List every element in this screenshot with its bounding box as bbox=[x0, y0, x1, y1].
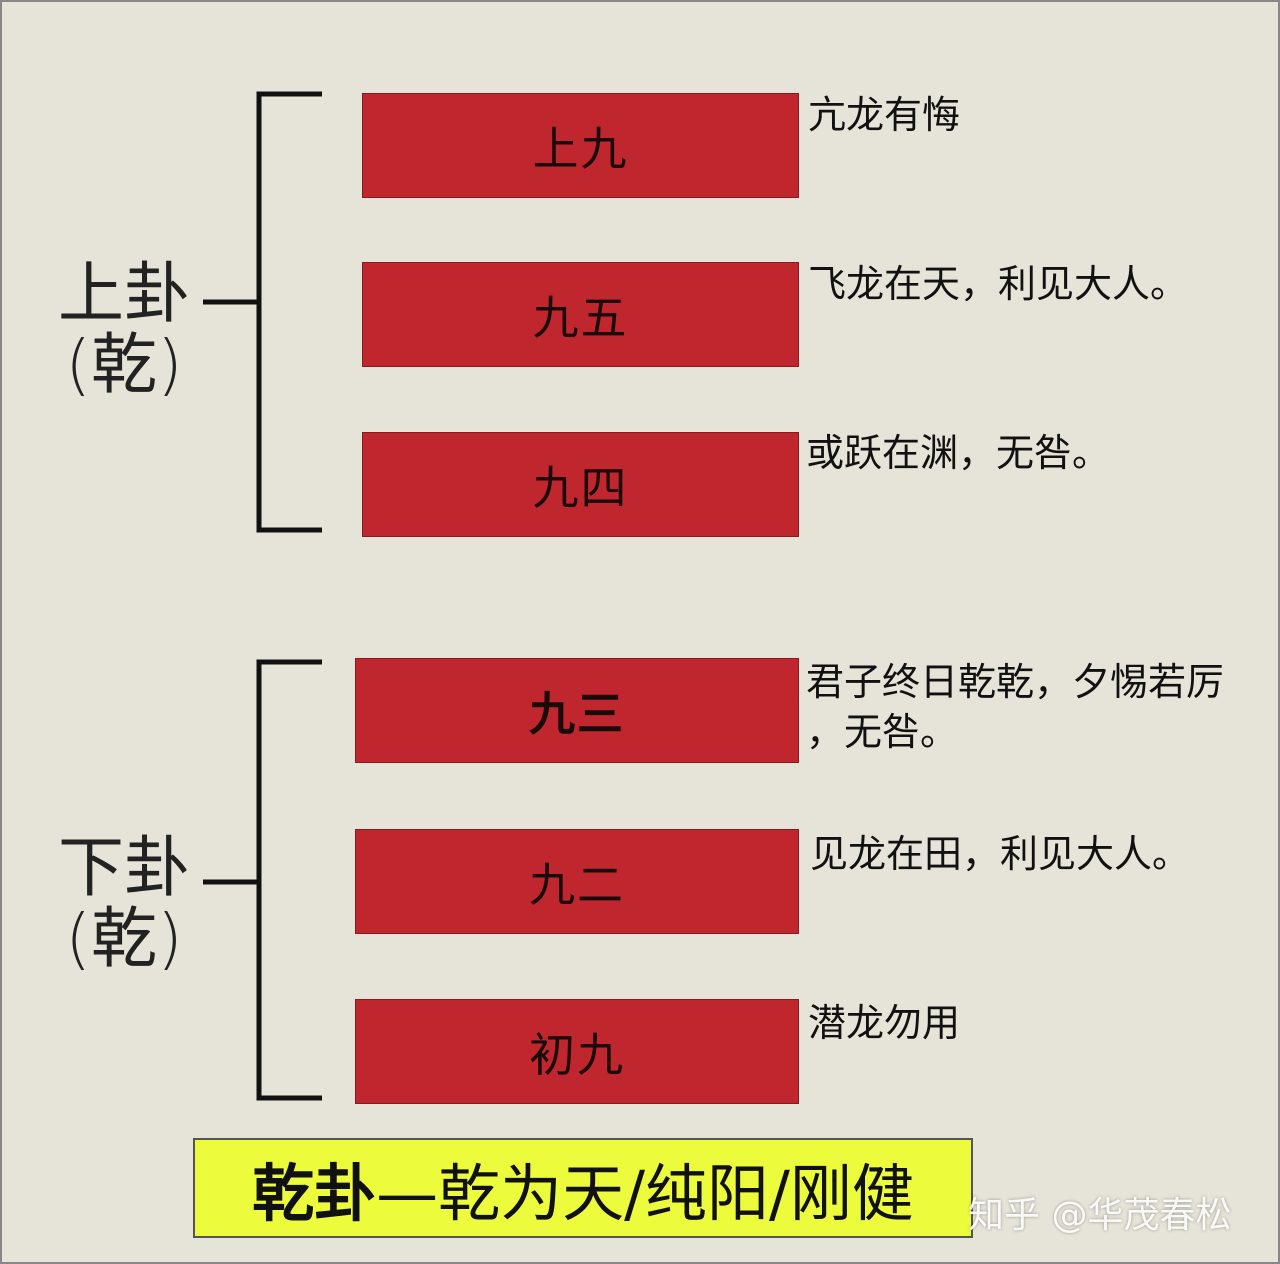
line-bar-top-nine: 上九 bbox=[362, 93, 799, 198]
line-text-nine-four: 或跃在渊，无咎。 bbox=[806, 431, 1111, 475]
line-bar-nine-four: 九四 bbox=[362, 432, 799, 537]
lower-trigram-bracket bbox=[203, 659, 322, 1101]
line-text-nine-three: 君子终日乾乾，夕惕若厉 ，无咎。 bbox=[806, 660, 1225, 754]
lower-trigram-label: 下卦 (乾) bbox=[44, 832, 204, 975]
line-text-nine-two: 见龙在田，利见大人。 bbox=[810, 832, 1191, 876]
upper-trigram-sub: (乾) bbox=[65, 326, 183, 404]
line-text-top-nine: 亢龙有悔 bbox=[808, 93, 961, 137]
hexagram-title-name: 乾卦 bbox=[252, 1157, 377, 1230]
line-bar-first-nine: 初九 bbox=[355, 999, 799, 1104]
upper-trigram-bracket bbox=[203, 91, 322, 533]
line-text-first-nine: 潜龙勿用 bbox=[808, 1001, 961, 1045]
lower-trigram-sub: (乾) bbox=[65, 900, 183, 978]
line-bar-nine-three: 九三 bbox=[355, 658, 799, 763]
hexagram-title-description: —乾为天/纯阳/刚健 bbox=[376, 1157, 914, 1230]
line-text-nine-five: 飞龙在天，利见大人。 bbox=[808, 262, 1189, 306]
line-bar-nine-two: 九二 bbox=[355, 829, 799, 934]
lower-trigram-name: 下卦 bbox=[58, 829, 190, 906]
upper-trigram-name: 上卦 bbox=[58, 255, 190, 332]
upper-trigram-label: 上卦 (乾) bbox=[44, 258, 204, 401]
hexagram-title-box: 乾卦—乾为天/纯阳/刚健 bbox=[193, 1138, 973, 1238]
line-bar-nine-five: 九五 bbox=[362, 262, 799, 367]
watermark: 知乎 @华茂春松 bbox=[968, 1195, 1232, 1236]
